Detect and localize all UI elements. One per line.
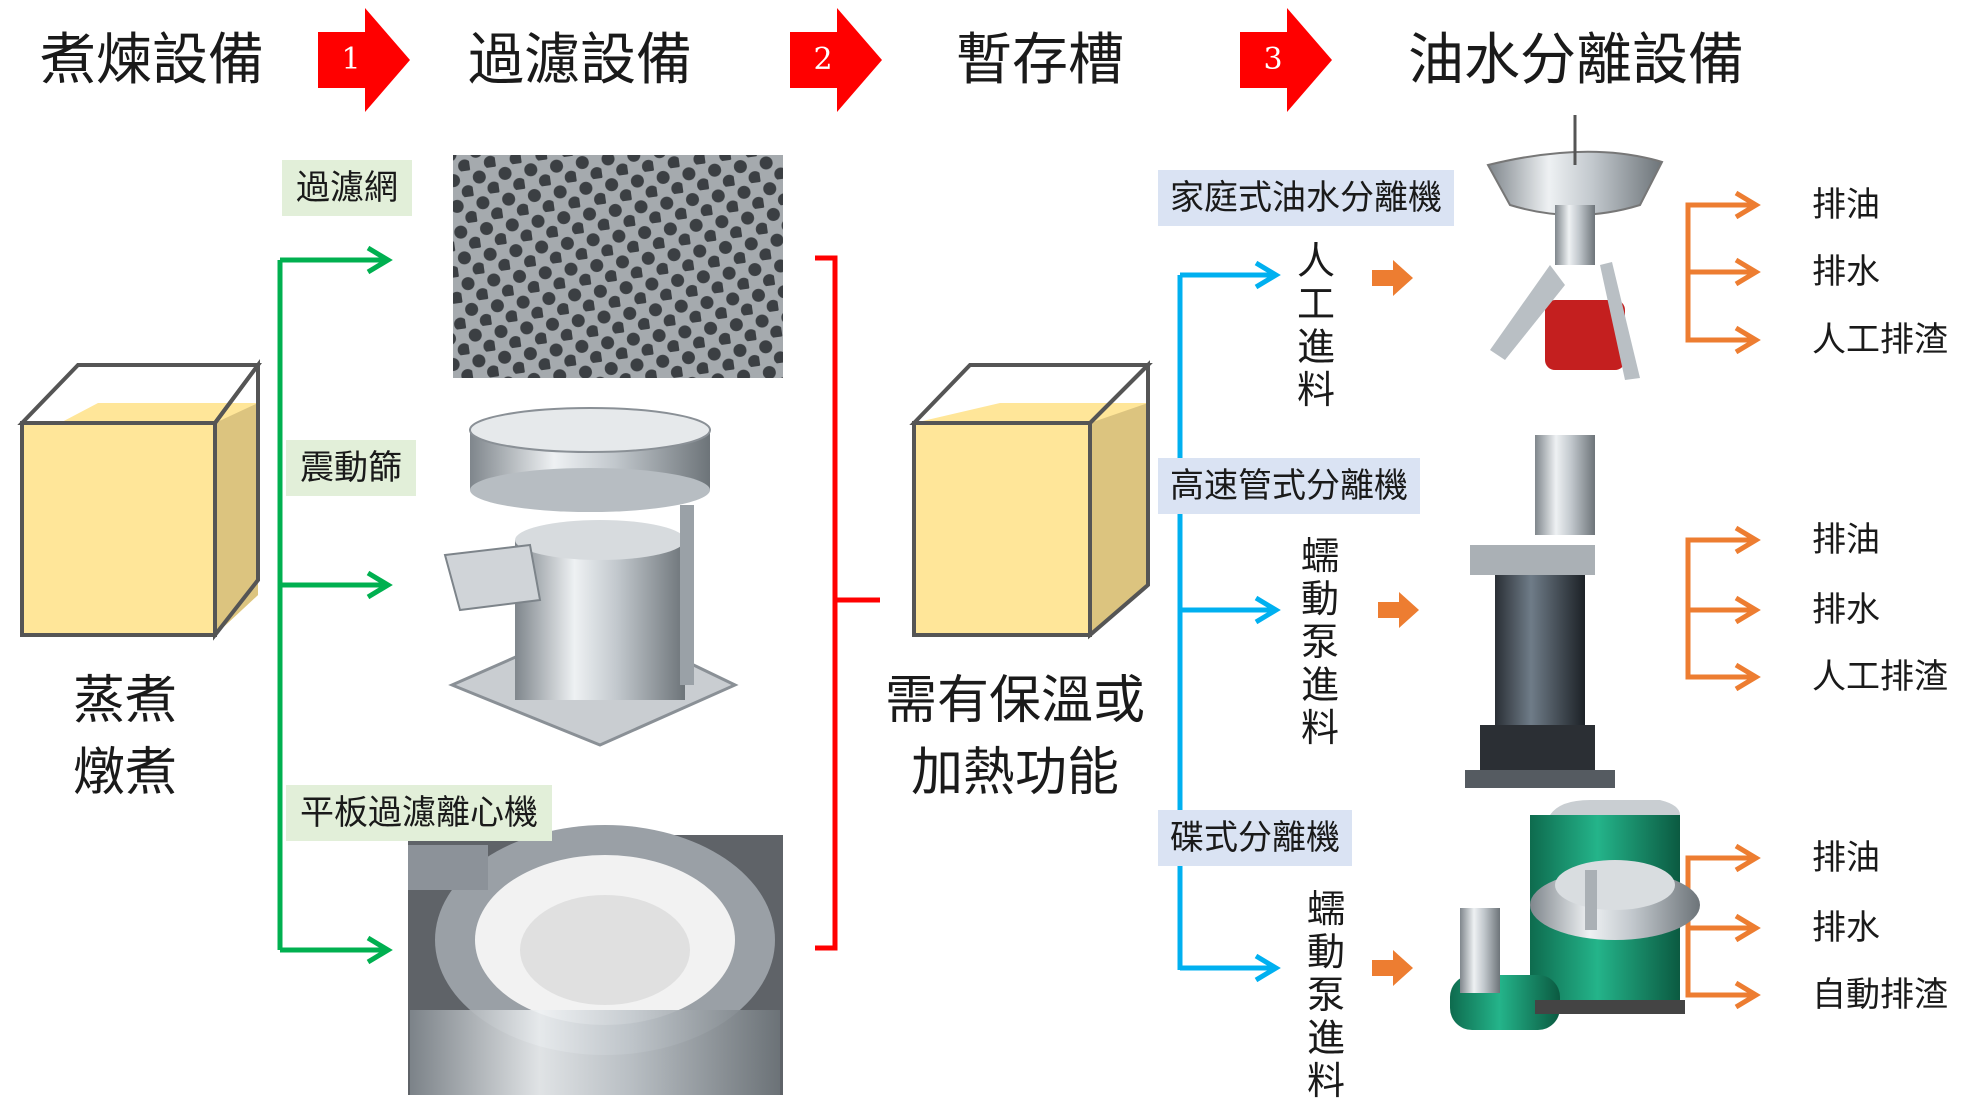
- stage-title-oil-water-separation: 油水分離設備: [1408, 28, 1744, 93]
- filter-mesh-label: 過濾網: [282, 160, 412, 216]
- vibrating-sieve-image: [443, 407, 739, 747]
- output-water: 排水: [1812, 590, 1880, 630]
- output-oil: 排油: [1812, 838, 1880, 878]
- blue-branch-arrows: [1177, 260, 1281, 983]
- step-number-2: 2: [813, 42, 833, 77]
- output-oil: 排油: [1812, 520, 1880, 560]
- output-sludge: 人工排渣: [1812, 320, 1948, 360]
- feed-method-household: 人工進料: [1296, 239, 1335, 412]
- step-number-1: 1: [341, 42, 361, 77]
- orange-feed-arrows: [1372, 260, 1419, 986]
- holding-tank-caption: 需有保溫或 加熱功能: [884, 671, 1145, 803]
- stage-title-filtering: 過濾設備: [468, 28, 692, 93]
- household-separator-image: [1486, 115, 1664, 380]
- output-water: 排水: [1812, 908, 1880, 948]
- step-arrow-3: [1240, 8, 1332, 112]
- holding-tank-cube: [909, 360, 1153, 640]
- step-arrow-1: [318, 8, 410, 112]
- output-oil: 排油: [1812, 185, 1880, 225]
- step-number-3: 3: [1263, 42, 1283, 77]
- separator-name-household: 家庭式油水分離機: [1158, 170, 1454, 226]
- green-branch-arrows: [277, 245, 393, 965]
- feed-method-disc: 蠕動泵進料: [1306, 887, 1345, 1103]
- stage-title-cooking: 煮煉設備: [40, 28, 264, 93]
- separator-name-tubular: 高速管式分離機: [1158, 458, 1420, 514]
- stage-title-holding-tank: 暫存槽: [956, 28, 1124, 93]
- feed-method-tubular: 蠕動泵進料: [1300, 534, 1339, 750]
- output-sludge: 人工排渣: [1812, 657, 1948, 697]
- cooking-method-caption: 蒸煮 燉煮: [72, 671, 177, 803]
- orange-output-forks: [1685, 190, 1761, 1010]
- filter-mesh-image: [453, 155, 783, 378]
- separator-name-disc: 碟式分離機: [1158, 810, 1352, 866]
- disc-separator-image: [1450, 800, 1700, 1030]
- output-sludge: 自動排渣: [1812, 975, 1948, 1015]
- plate-centrifuge-image: [408, 825, 783, 1095]
- vibrating-sieve-label: 震動篩: [286, 440, 416, 496]
- red-bracket: [815, 255, 880, 951]
- tubular-centrifuge-image: [1465, 435, 1615, 788]
- output-water: 排水: [1812, 252, 1880, 292]
- cooking-vessel-cube: [17, 358, 262, 641]
- step-arrow-2: [790, 8, 882, 112]
- plate-centrifuge-label: 平板過濾離心機: [286, 785, 552, 841]
